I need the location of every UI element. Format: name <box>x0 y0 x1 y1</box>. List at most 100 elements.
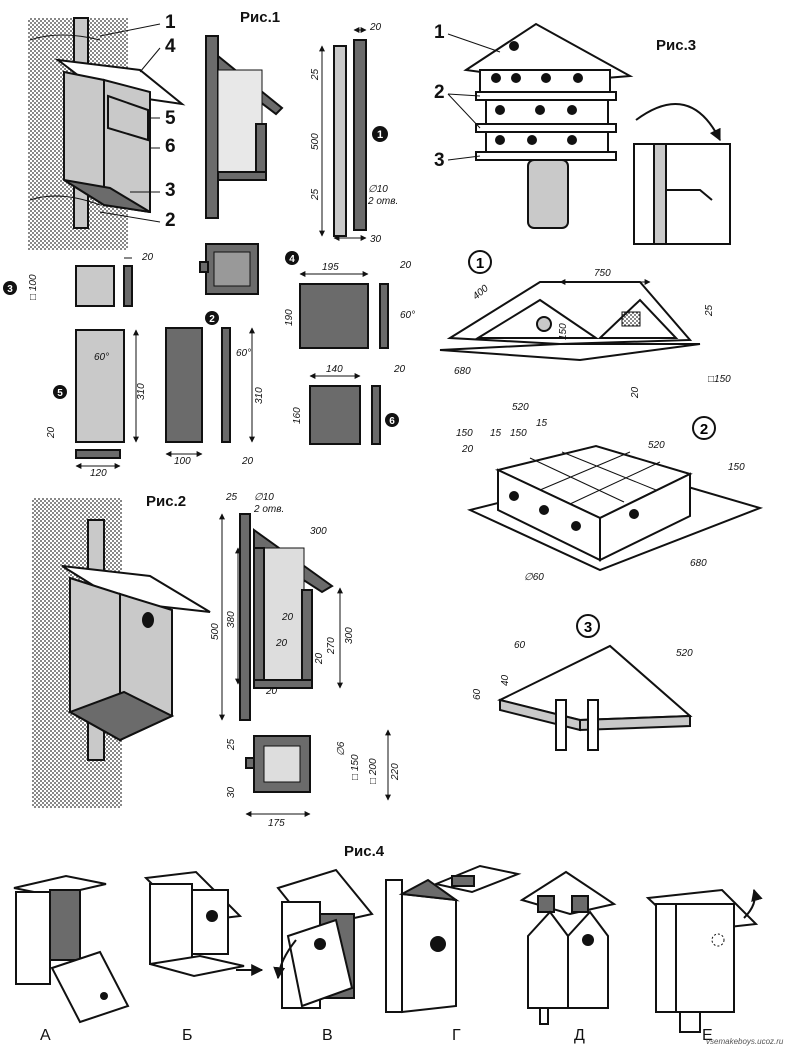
dim-text: 520 <box>512 402 529 413</box>
dim-text: 100 <box>174 456 191 467</box>
fig1-section-view <box>205 35 284 219</box>
dim-text: 220 <box>390 763 401 781</box>
dim-text: 750 <box>594 268 611 279</box>
variant-e: Е <box>645 888 763 1044</box>
dim-text: 30 <box>370 234 382 245</box>
dim-text: 20 <box>281 612 294 623</box>
variant-label-g: Г <box>452 1027 461 1044</box>
part-badge-3: 3 <box>7 284 13 295</box>
figure-3: Рис.3 1 2 3 1 <box>434 22 764 751</box>
dim-text: ∅10 <box>368 184 388 195</box>
dim-text: 20 <box>265 686 278 697</box>
wire-tie <box>29 195 101 206</box>
dim-text: 25 <box>225 492 238 503</box>
fig1-part-6: 140 20 160 6 <box>292 364 406 445</box>
site-signature: vsemakeboys.ucoz.ru <box>706 1037 784 1046</box>
dim-text: 680 <box>690 558 707 569</box>
fig2-section: 25 ∅10 2 отв. 300 500 380 20 20 300 270 … <box>210 492 355 721</box>
dim-text: 500 <box>210 623 221 640</box>
bottom <box>67 690 175 742</box>
dim-text: 270 <box>326 637 337 655</box>
fig3-detail-3: 3 60 40 60 520 <box>472 614 693 751</box>
entrance-holes <box>491 41 583 145</box>
variant-label-v: В <box>322 1027 333 1044</box>
dim-text: 520 <box>676 648 693 659</box>
dim-text: 20 <box>399 260 412 271</box>
dim-text: 25 <box>310 68 321 81</box>
part-badge-1: 1 <box>377 129 383 141</box>
dim-text: 25 <box>226 738 237 751</box>
dim-text: 500 <box>310 133 321 150</box>
figure-2: Рис.2 25 ∅10 2 отв. 300 500 380 20 20 <box>32 492 401 829</box>
callout-3: 3 <box>434 150 445 171</box>
fig1-part-5: 5 60° 310 20 120 <box>46 329 147 479</box>
variant-b: Б <box>143 870 264 1044</box>
dim-text: 2 отв. <box>253 504 284 515</box>
callout-2: 2 <box>165 210 176 231</box>
dim-text: 120 <box>90 468 107 479</box>
variant-label-b: Б <box>182 1027 193 1044</box>
variant-v: В <box>273 868 374 1044</box>
callout-4: 4 <box>165 36 176 57</box>
dim-text: 20 <box>630 386 641 399</box>
detail-badge-3: 3 <box>584 619 592 636</box>
dim-text: 60 <box>472 688 483 700</box>
fig3-detail-1: 1 750 400 150 25 680 520 20 □150 <box>439 250 731 413</box>
fig1-front-view <box>199 243 259 295</box>
dim-text: 60 <box>514 640 526 651</box>
dim-text: 195 <box>322 262 339 273</box>
part-badge-6: 6 <box>389 416 395 427</box>
dim-text: 300 <box>344 627 355 644</box>
detail-badge-1: 1 <box>476 255 484 272</box>
figure-1: Рис.1 1 4 5 6 3 2 <box>3 9 415 479</box>
variant-a: А <box>13 874 130 1044</box>
dim-text: 190 <box>284 309 295 326</box>
dim-text: 20 <box>369 22 382 33</box>
wire-tie-top <box>29 34 101 41</box>
dim-text: 60° <box>94 352 109 363</box>
fig1-callouts: 1 4 5 6 3 2 <box>99 12 176 231</box>
dim-text: 20 <box>46 426 57 439</box>
dim-text: 25 <box>310 188 321 201</box>
callout-6: 6 <box>165 136 176 157</box>
entrance-hole <box>142 612 154 628</box>
dim-text: 20 <box>141 252 154 263</box>
dim-text: 20 <box>314 652 325 665</box>
figure-4-title: Рис.4 <box>344 843 385 860</box>
dim-text: □150 <box>708 374 731 385</box>
dim-text: 400 <box>471 283 491 302</box>
callout-2: 2 <box>434 82 445 103</box>
variant-label-d: Д <box>574 1027 585 1044</box>
variant-d: Д <box>519 870 617 1044</box>
dim-text: □ 100 <box>28 274 39 300</box>
variant-label-a: А <box>40 1027 51 1044</box>
dim-text: 310 <box>254 387 265 404</box>
dim-text: ∅6 <box>336 741 347 756</box>
dim-text: 140 <box>326 364 343 375</box>
perch-board-5 <box>107 94 149 142</box>
dim-text: ∅10 <box>254 492 274 503</box>
dim-text: 520 <box>648 440 665 451</box>
dim-text: 20 <box>241 456 254 467</box>
dim-text: 15 <box>536 418 548 429</box>
dim-text: 20 <box>275 638 288 649</box>
bottom-3 <box>63 179 151 213</box>
figure-1-title: Рис.1 <box>240 9 280 26</box>
dim-text: 40 <box>500 674 511 686</box>
variant-g: Г <box>385 864 522 1044</box>
dim-text: 150 <box>456 428 473 439</box>
dim-text: 60° <box>236 348 251 359</box>
variant-label-e: Е <box>702 1027 713 1044</box>
fig1-part-3: 3 □ 100 20 <box>3 252 154 307</box>
dim-text: □ 150 <box>350 754 361 780</box>
dim-text: 160 <box>292 407 303 424</box>
dim-text: ∅60 <box>524 572 544 583</box>
fig3-detail-2: 2 150 15 150 15 520 20 150 ∅60 680 <box>456 416 764 583</box>
dim-text: 150 <box>558 323 569 340</box>
dim-text: 175 <box>268 818 285 829</box>
fig1-part-1: 20 25 500 25 ∅10 2 отв. 30 1 <box>310 22 398 245</box>
callout-1: 1 <box>165 12 176 33</box>
dim-text: 60° <box>400 310 415 321</box>
fig2-bottom-view: 25 ∅6 □ 150 □ 200 220 30 175 <box>226 729 401 829</box>
